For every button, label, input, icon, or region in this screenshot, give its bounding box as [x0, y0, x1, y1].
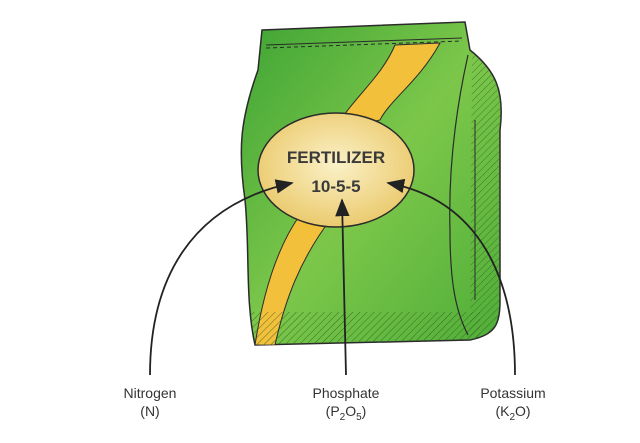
bag-stripe — [334, 42, 441, 131]
nitrogen-arrow — [149, 179, 294, 376]
label-title: FERTILIZER — [287, 148, 385, 167]
product-label: FERTILIZER 10-5-5 — [257, 112, 415, 228]
nitrogen-label: Nitrogen (N) — [90, 384, 210, 420]
potassium-name: Potassium — [480, 385, 546, 401]
phosphate-label: Phosphate (P2O5) — [286, 384, 406, 427]
phosphate-name: Phosphate — [312, 385, 380, 401]
potassium-arrow — [386, 178, 516, 376]
label-ratio: 10-5-5 — [311, 177, 360, 196]
phosphate-formula: (P2O5) — [325, 403, 367, 423]
nitrogen-name: Nitrogen — [123, 385, 177, 401]
nitrogen-formula: (N) — [140, 403, 160, 419]
phosphate-arrow — [335, 198, 350, 376]
potassium-label: Potassium (K2O) — [453, 384, 573, 427]
potassium-formula: (K2O) — [495, 403, 531, 423]
